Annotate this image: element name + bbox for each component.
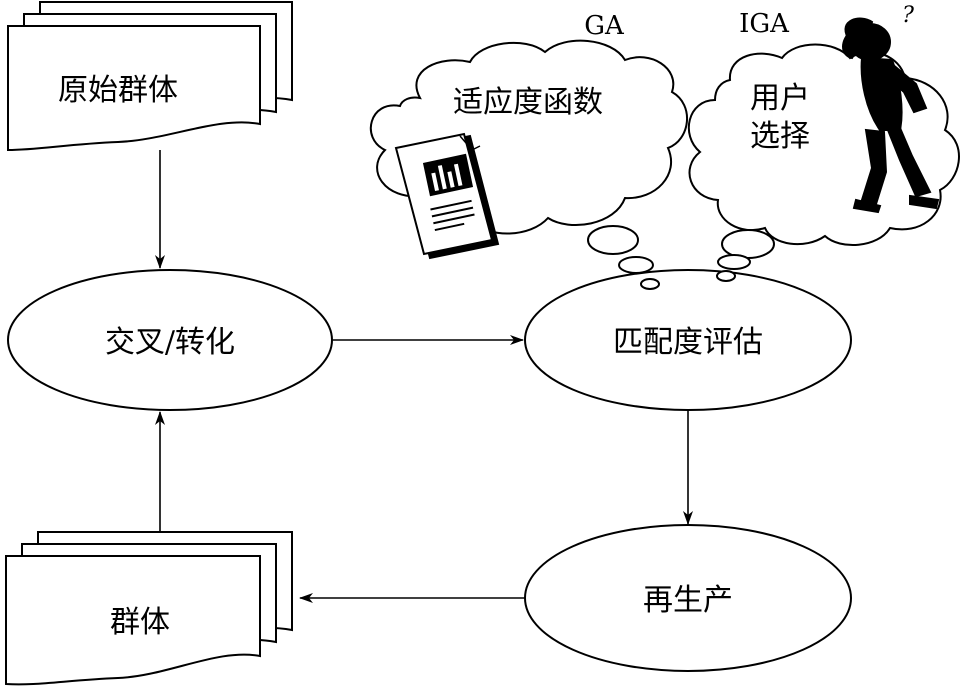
initial-population-label: 原始群体	[58, 73, 178, 108]
thinking-person-icon	[842, 17, 940, 214]
reproduction-label: 再生产	[643, 583, 733, 618]
report-document-icon	[394, 132, 500, 260]
iga-thought-cloud	[687, 43, 960, 282]
iga-label: IGA	[739, 9, 790, 39]
reproduction-node: 再生产	[524, 524, 852, 672]
population-stack: 群体	[5, 531, 293, 686]
user-select-line2: 选择	[750, 119, 810, 154]
crossover-node: 交叉/转化	[7, 269, 333, 411]
ga-label: GA	[584, 11, 625, 41]
user-select-line1: 用户	[750, 81, 810, 116]
fitness-function-label: 适应度函数	[453, 85, 603, 120]
population-label: 群体	[110, 605, 170, 640]
question-mark: ?	[902, 3, 914, 28]
fitness-eval-node: 匹配度评估	[524, 269, 852, 411]
crossover-label: 交叉/转化	[105, 325, 235, 360]
fitness-eval-label: 匹配度评估	[613, 325, 763, 360]
initial-population-stack: 原始群体	[7, 1, 293, 152]
